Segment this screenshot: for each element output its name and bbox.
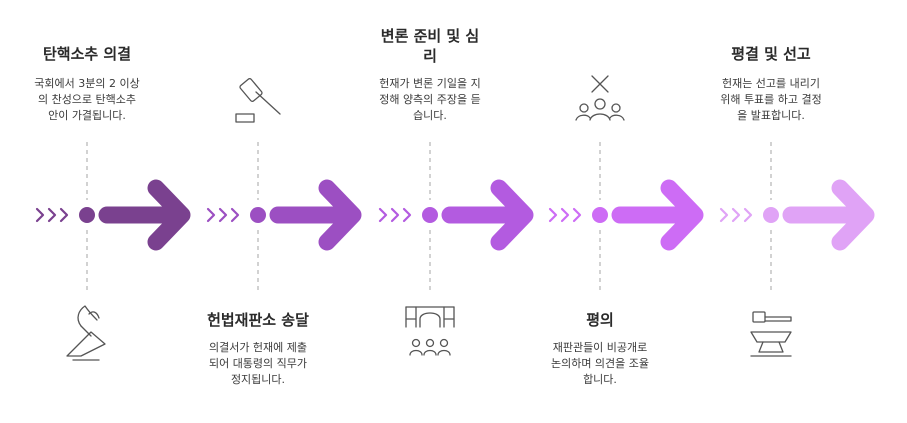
courtroom-audience-icon — [405, 306, 455, 356]
stage-description-line: 위해 투표를 하고 결정 — [720, 93, 822, 106]
small-chevron-icon — [560, 207, 570, 223]
stage-description-line: 습니다. — [413, 109, 447, 122]
small-chevron-icon — [230, 207, 240, 223]
stage-title-line: 리 — [423, 47, 437, 65]
stage-description-line: 안이 가결됩니다. — [48, 109, 126, 122]
stage-arrow-icon — [269, 179, 362, 251]
stage-arrow-icon — [98, 179, 191, 251]
stage-description-line: 재판관들이 비공개로 — [552, 341, 648, 354]
gavel-icon — [235, 78, 281, 123]
stage-description-line: 의 찬성으로 탄핵소추 — [37, 93, 137, 106]
stage-dot — [763, 207, 779, 223]
stage-title-line: 헌법재판소 송달 — [207, 311, 309, 329]
stage-description-line: 정지됩니다. — [230, 373, 286, 386]
small-chevron-icon — [572, 207, 582, 223]
stage-title: 헌법재판소 송달 — [183, 310, 333, 330]
stage-title-line: 평의 — [586, 311, 614, 329]
small-chevron-icon — [719, 207, 729, 223]
process-flow — [35, 179, 875, 251]
dashed-connectors — [86, 142, 772, 292]
small-chevron-icon — [731, 207, 741, 223]
ballot-vote-icon — [66, 305, 106, 361]
stage-arrow-icon — [611, 179, 704, 251]
stage-title-line: 탄핵소추 의결 — [42, 45, 132, 63]
stage-description-line: 되어 대통령의 직무가 — [208, 357, 308, 370]
stage-title: 평의 — [525, 310, 675, 330]
small-chevron-icon — [402, 207, 412, 223]
small-chevron-icon — [47, 207, 57, 223]
stage-dot — [592, 207, 608, 223]
stage-description-line: 헌재가 변론 기일을 지 — [379, 77, 481, 90]
stage-description-line: 을 발표합니다. — [737, 109, 805, 122]
stage-description-line: 헌재는 선고를 내리기 — [721, 77, 821, 90]
stage-dot — [79, 207, 95, 223]
stage-description-line: 국회에서 3분의 2 이상 — [34, 77, 140, 90]
stage-description-line: 합니다. — [583, 373, 617, 386]
stage-title-line: 평결 및 선고 — [731, 45, 811, 63]
stage-description-line: 정해 양측의 주장을 듣 — [379, 93, 481, 106]
stage-description-line: 의결서가 헌재에 제출 — [208, 341, 308, 354]
small-chevron-icon — [218, 207, 228, 223]
stage-title: 평결 및 선고 — [696, 44, 846, 64]
small-chevron-icon — [206, 207, 216, 223]
small-chevron-icon — [35, 207, 45, 223]
hammer-anvil-icon — [750, 311, 792, 357]
stage-arrow-icon — [441, 179, 534, 251]
group-deliberation-icon — [575, 75, 625, 121]
stage-dot — [250, 207, 266, 223]
stage-arrow-icon — [782, 179, 875, 251]
stage-dot — [422, 207, 438, 223]
small-chevron-icon — [378, 207, 388, 223]
small-chevron-icon — [548, 207, 558, 223]
small-chevron-icon — [390, 207, 400, 223]
small-chevron-icon — [59, 207, 69, 223]
small-chevron-icon — [743, 207, 753, 223]
stage-description-line: 논의하며 의견을 조율 — [550, 357, 650, 370]
stage-title: 탄핵소추 의결 — [12, 44, 162, 64]
stage-title-line: 변론 준비 및 심 — [380, 27, 480, 45]
